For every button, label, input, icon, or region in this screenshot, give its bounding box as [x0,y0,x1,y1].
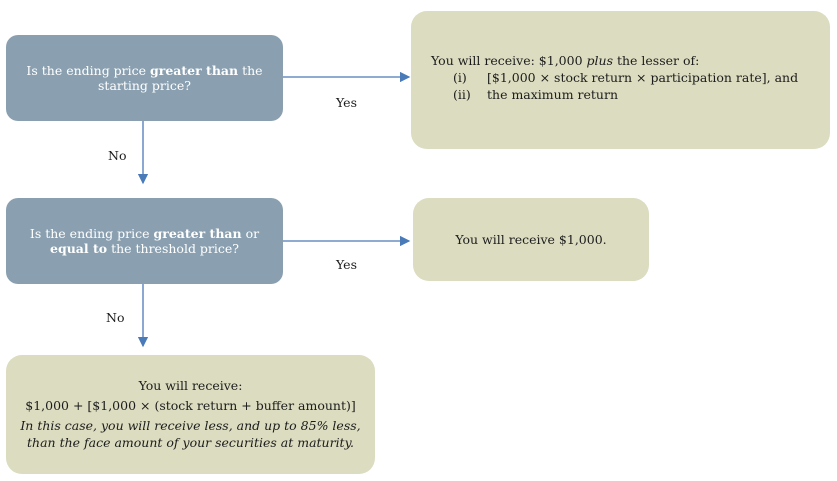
answer-box-2: You will receive $1,000. [413,198,649,281]
yes-label-2: Yes [336,257,357,272]
q2-text-mid: or [241,226,260,241]
q1-text-post: the starting price? [98,63,263,93]
a1-item-2-num: (ii) [453,87,471,102]
a1-heading-pre: You will receive: $1,000 [431,53,587,68]
a1-item-2: (ii) the maximum return [431,86,830,103]
q2-text-post: the threshold price? [107,241,239,256]
a1-item-1-num: (i) [453,70,467,85]
no-label-1: No [108,148,127,163]
a1-heading: You will receive: $1,000 plus the lesser… [431,52,830,69]
no-label-2: No [106,310,125,325]
a3-line-1: You will receive: [138,378,243,393]
answer-box-1: You will receive: $1,000 plus the lesser… [411,11,830,149]
q2-text-pre: Is the ending price [29,226,154,241]
a1-item-1-text: [$1,000 × stock return × participation r… [487,70,799,85]
question-box-1: Is the ending price greater than the sta… [6,35,283,121]
a3-note-2: than the face amount of your securities … [27,435,354,450]
a1-heading-post: the lesser of: [612,53,700,68]
a3-line-2: $1,000 + [$1,000 × (stock return + buffe… [25,398,356,413]
q2-text-bold-1: greater than [153,226,242,241]
q2-text-bold-2: equal to [50,241,108,256]
yes-label-1: Yes [336,95,357,110]
q1-text-pre: Is the ending price [26,63,151,78]
question-box-2: Is the ending price greater than or equa… [6,198,283,284]
q1-text-bold: greater than [150,63,239,78]
a3-note-1: In this case, you will receive less, and… [20,418,361,433]
a1-heading-em: plus [586,53,613,68]
a1-item-2-text: the maximum return [487,87,618,102]
a1-item-1: (i) [$1,000 × stock return × participati… [431,69,830,86]
answer-box-3: You will receive: $1,000 + [$1,000 × (st… [6,355,375,474]
a2-text: You will receive $1,000. [455,232,607,247]
